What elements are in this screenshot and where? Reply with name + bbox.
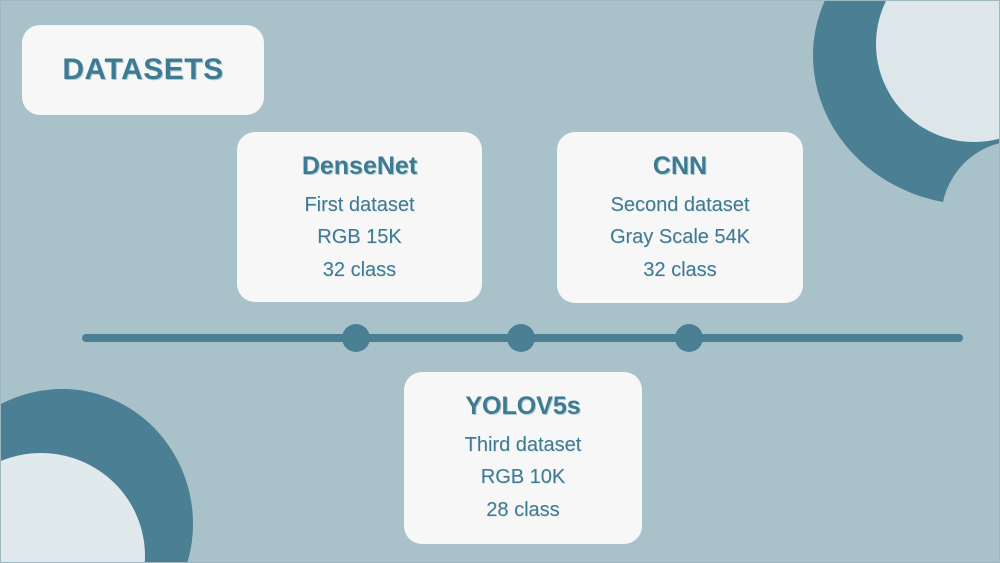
- card-densenet-line-1: First dataset: [304, 194, 415, 216]
- card-yolov5s-line-2: RGB 10K: [480, 466, 566, 489]
- timeline-marker-3[interactable]: [675, 324, 703, 352]
- card-cnn[interactable]: CNN Second dataset Gray Scale 54K 32 cla…: [557, 132, 803, 303]
- card-cnn-line-3: 32 class: [643, 258, 717, 281]
- card-yolov5s-title: YOLOV5s: [465, 392, 581, 420]
- top-right-light-circle-shape: [876, 1, 999, 142]
- card-cnn-line-1: Second dataset: [610, 194, 750, 216]
- card-yolov5s-line-3: 28 class: [486, 498, 560, 521]
- card-densenet-title: DenseNet: [301, 152, 418, 180]
- card-densenet-line-3: 32 class: [322, 258, 397, 281]
- card-cnn-details: Second dataset Gray Scale 54K 32 class: [610, 191, 750, 284]
- header-card: DATASETS: [22, 25, 264, 115]
- page-title: DATASETS: [62, 53, 224, 86]
- card-yolov5s-details: Third dataset RGB 10K 28 class: [465, 431, 582, 524]
- top-right-cutout-shape: [941, 141, 999, 291]
- card-densenet-details: First dataset RGB 15K 32 class: [304, 191, 414, 284]
- card-densenet[interactable]: DenseNet First dataset RGB 15K 32 class: [237, 132, 482, 302]
- bottom-left-dark-blob-shape: [1, 389, 193, 562]
- card-yolov5s[interactable]: YOLOV5s Third dataset RGB 10K 28 class: [404, 372, 642, 544]
- card-yolov5s-line-1: Third dataset: [464, 434, 582, 456]
- top-right-dark-blob-shape: [813, 1, 999, 205]
- card-densenet-line-2: RGB 15K: [317, 226, 402, 249]
- card-cnn-line-2: Gray Scale 54K: [609, 226, 751, 249]
- timeline-marker-1[interactable]: [342, 324, 370, 352]
- card-cnn-title: CNN: [652, 152, 708, 180]
- timeline-marker-2[interactable]: [507, 324, 535, 352]
- bottom-left-light-circle-shape: [1, 453, 145, 562]
